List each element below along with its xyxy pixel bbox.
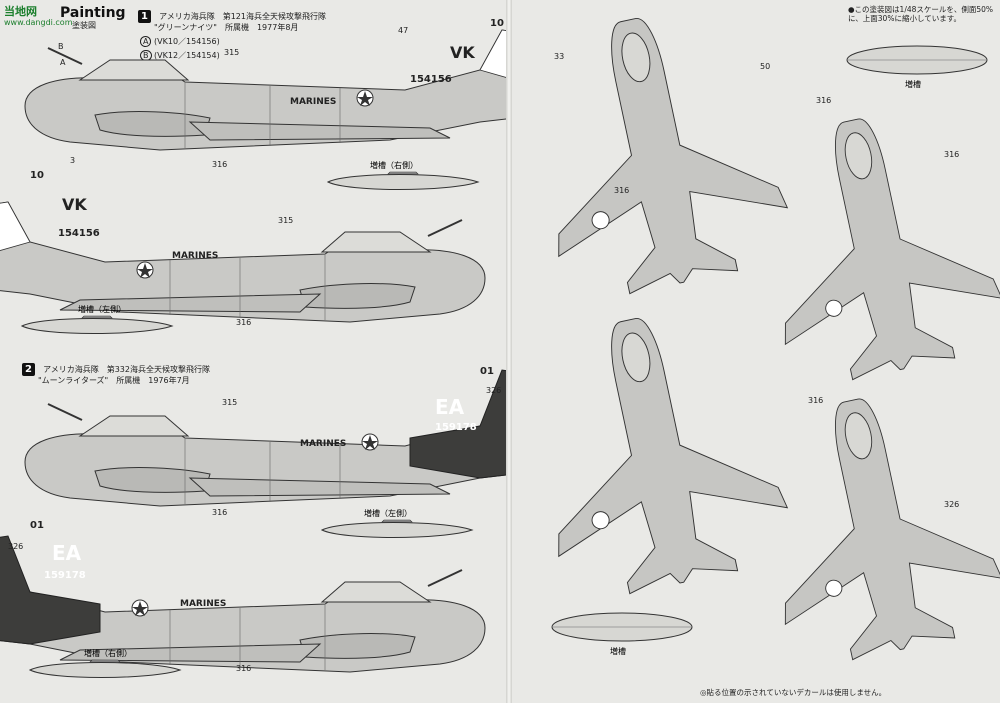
modex-01-1: 01 [480,366,494,377]
drop-tank-right-1: 増槽（右側） [327,160,479,190]
page-subtitle: 塗装図 [72,21,96,30]
modex-10-1: 10 [490,18,504,29]
page-title: Painting [60,5,126,21]
callout-under-11: 326 [944,500,960,509]
modex-10-2: 10 [30,170,44,181]
modex-01-2: 01 [30,520,44,531]
tail-code-vk-2: VK [62,195,87,214]
plan-bottom-vk [742,97,1000,393]
drop-tank-right-2: 増槽（右側） [29,648,181,678]
tail-code-ea-1: EA [435,395,465,419]
callout-s4-11: 326 [8,542,24,551]
serial-159178-2: 159178 [44,570,86,581]
callout-under-8: 316 [944,150,960,159]
scheme2-header: 2 アメリカ海兵隊 第332海兵全天候攻撃飛行隊 "ムーンライターズ" 所属機 … [22,357,210,386]
callout-s2-10: 315 [278,216,294,225]
callout-plan-2: 50 [760,62,771,71]
plan-bottom-ea [742,377,1000,673]
callout-s1-4: 315 [224,48,240,57]
scheme2-line2: "ムーンライターズ" 所属機 1976年7月 [38,376,190,385]
tank-left-label-1: 増槽（左側） [78,304,126,314]
plan-top-ea [513,295,799,607]
side-views: VK 154156 MARINES 10 増槽（右側） VK 154156 MA… [0,18,506,678]
marines-2: MARINES [172,251,218,261]
scheme1-header: 1 アメリカ海兵隊 第121海兵全天候攻撃飛行隊 "グリーンナイツ" 所属機 1… [138,4,326,61]
callout-s1-0: B [58,42,64,51]
plan-top-vk [513,0,799,307]
tank-top-view-1: 増槽 [846,45,988,89]
serial-154156-2: 154156 [58,228,100,239]
tank-label-1: 増槽 [905,79,921,89]
marines-4: MARINES [180,599,226,609]
watermark-logo: 当地网 [4,5,37,18]
page-fold [506,0,512,703]
serial-159178-1: 159178 [435,422,477,433]
decal-note: ◎貼る位置の示されていないデカールは使用しません。 [700,688,887,697]
side-view-ea-left: EA 159178 MARINES 01 [24,366,506,507]
tank-left-label-2: 増槽（左側） [364,508,412,518]
tail-code-ea-2: EA [52,541,82,565]
drop-tank-left-1: 増槽（左側） [21,304,173,334]
callout-plan-0: 33 [554,52,565,61]
scheme1-option-b: B (VK12／154154) [138,50,326,61]
side-view-vk-right [0,201,486,323]
tank-label-2: 増槽 [610,646,626,656]
callout-s1b-0: 3 [70,156,76,165]
side-view-vk-left: VK 154156 MARINES 10 [24,18,506,151]
callout-plan-3: 316 [614,186,630,195]
drop-tank-left-2: 増槽（左側） [321,508,473,538]
tank-right-label-2: 増槽（右側） [84,648,132,658]
marines-3: MARINES [300,439,346,449]
callout-s1-1: A [60,58,66,67]
callout-s3-10: 316 [212,508,228,517]
callout-s4-12: 316 [236,664,252,673]
scheme2-line1: アメリカ海兵隊 第332海兵全天候攻撃飛行隊 [43,365,210,374]
plan-views: 増槽 増槽 [513,0,1000,673]
callout-s3-7: 326 [486,386,502,395]
scheme2-number: 2 [22,363,35,376]
marines-1: MARINES [290,97,336,107]
callout-under-0: 316 [816,96,832,105]
scheme1-option-a: A (VK10／154156) [138,36,326,47]
tail-code-vk-1: VK [450,43,475,62]
scale-note: ●この塗装図は1/48スケールを、側面50%に、上面30%に縮小しています。 [848,5,994,23]
serial-154156-1: 154156 [410,74,452,85]
tank-right-label-1: 増槽（右側） [370,160,418,170]
callout-s1-5: 47 [398,26,409,35]
tank-top-view-2: 増槽 [551,612,693,656]
callout-s1b-4: 316 [212,160,228,169]
side-view-ea-right [0,535,486,673]
scheme1-line2: "グリーンナイツ" 所属機 1977年8月 [154,23,299,32]
scheme1-number: 1 [138,10,151,23]
watermark-url: www.dangdi.com [4,18,73,27]
callout-s2b-1: 316 [236,318,252,327]
scheme1-line1: アメリカ海兵隊 第121海兵全天候攻撃飛行隊 [159,12,326,21]
callout-under-9: 316 [808,396,824,405]
callout-s3-1: 315 [222,398,238,407]
